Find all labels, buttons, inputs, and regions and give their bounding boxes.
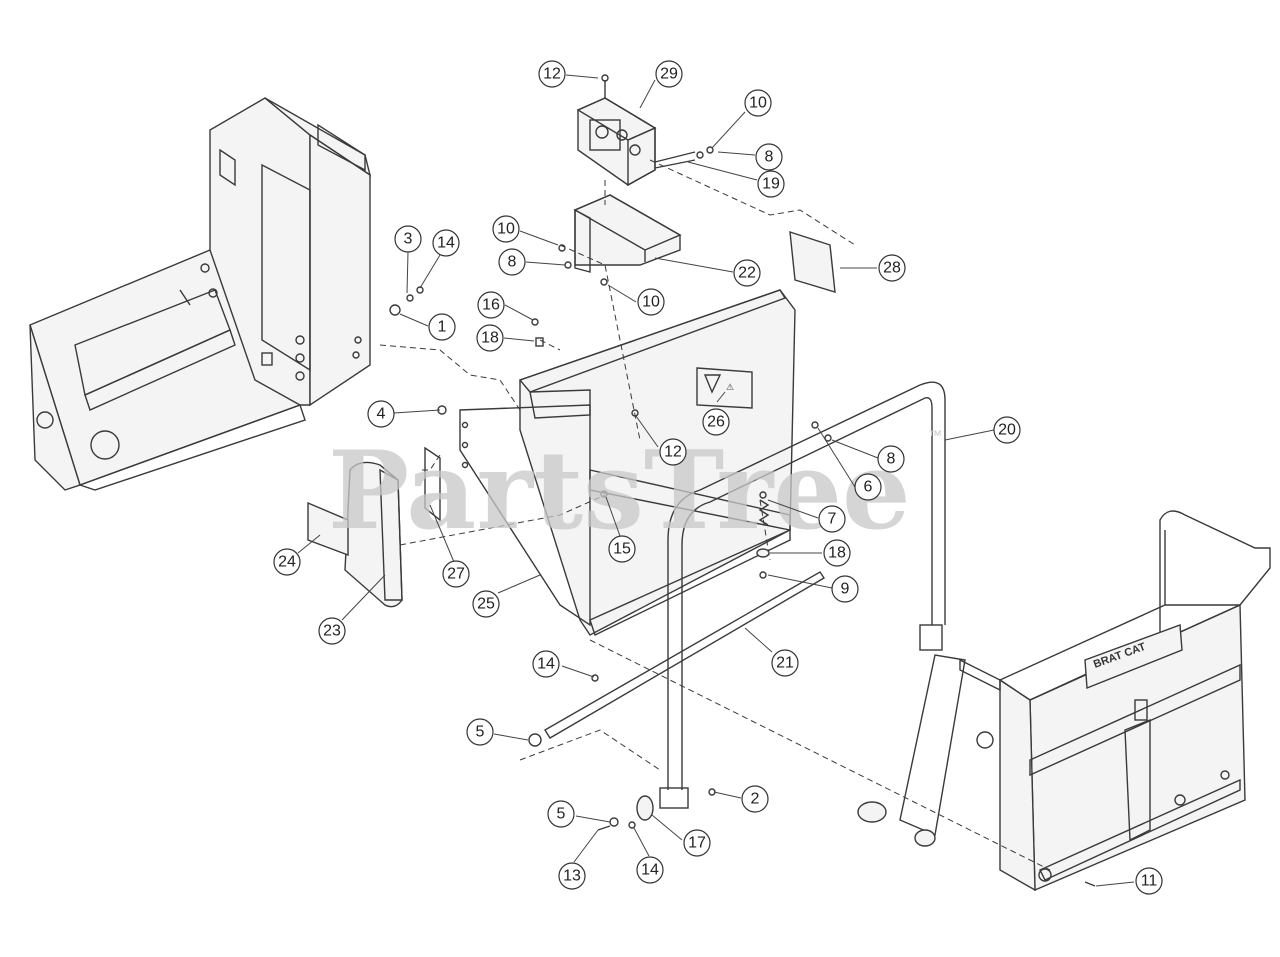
callout-label: 5 (476, 724, 485, 741)
callout-label: 12 (664, 444, 682, 461)
callout-label: 13 (563, 868, 581, 885)
chassis-frame (29, 97, 372, 491)
callout-label: 9 (841, 581, 850, 598)
callout-label: 8 (508, 254, 517, 271)
callout-label: 23 (323, 623, 341, 640)
callout-label: 21 (776, 655, 794, 672)
watermark-trademark: ™ (928, 427, 942, 443)
callout-label: 18 (828, 545, 846, 562)
callout-label: 1 (438, 319, 447, 336)
callout-label: 14 (537, 656, 555, 673)
callout-label: 4 (377, 406, 386, 423)
callout-label: 2 (751, 791, 760, 808)
lower-rod (528, 571, 825, 747)
callout-label: 22 (738, 265, 756, 282)
mount-bracket (573, 194, 682, 273)
control-box (576, 80, 696, 187)
callout-label: 10 (642, 294, 660, 311)
decal-plate (789, 231, 836, 293)
callout-label: 5 (557, 806, 566, 823)
callout-label: 26 (707, 414, 725, 431)
hopper: BRAT CAT (857, 510, 1271, 892)
callout-label: 10 (497, 221, 515, 238)
callout-label: 17 (688, 835, 706, 852)
callout-label: 12 (543, 66, 561, 83)
callout-label: 10 (749, 95, 767, 112)
callout-label: 15 (613, 541, 631, 558)
callout-label: 18 (481, 330, 499, 347)
callout-label: 29 (660, 66, 678, 83)
callout-label: 6 (864, 479, 873, 496)
callout-label: 24 (278, 554, 296, 571)
callout-label: 14 (437, 235, 455, 252)
callouts: 12 29 10 8 19 10 8 22 10 28 3 14 1 16 18… (273, 60, 1163, 895)
chute-panel: ⚠ (459, 289, 796, 636)
callout-label: 28 (883, 260, 901, 277)
callout-label: 8 (887, 451, 896, 468)
latch (597, 795, 654, 831)
callout-label: 7 (828, 511, 837, 528)
chute-door (307, 446, 441, 608)
handle-tube (659, 381, 946, 809)
callout-label: 3 (404, 231, 413, 248)
svg-text:⚠: ⚠ (726, 382, 734, 392)
callout-label: 14 (641, 862, 659, 879)
callout-label: 16 (482, 297, 500, 314)
callout-label: 19 (762, 176, 780, 193)
callout-label: 25 (477, 596, 495, 613)
callout-label: 20 (998, 422, 1016, 439)
callout-label: 8 (765, 149, 774, 166)
hardware (389, 74, 1096, 887)
callout-label: 27 (447, 566, 465, 583)
callout-label: 11 (1141, 873, 1158, 890)
